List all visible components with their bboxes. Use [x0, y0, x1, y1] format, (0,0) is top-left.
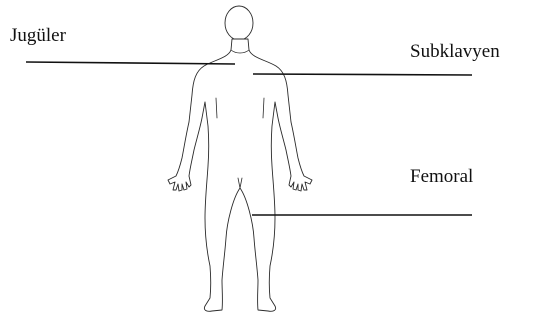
subclavian-leader-line	[253, 74, 472, 75]
subclavian-label: Subklavyen	[410, 42, 500, 61]
human-body-outline	[168, 6, 312, 311]
jugular-label: Jugüler	[10, 26, 66, 45]
jugular-leader-line	[26, 62, 235, 64]
head	[225, 6, 253, 40]
body-silhouette	[168, 39, 312, 311]
femoral-label: Femoral	[410, 167, 473, 186]
